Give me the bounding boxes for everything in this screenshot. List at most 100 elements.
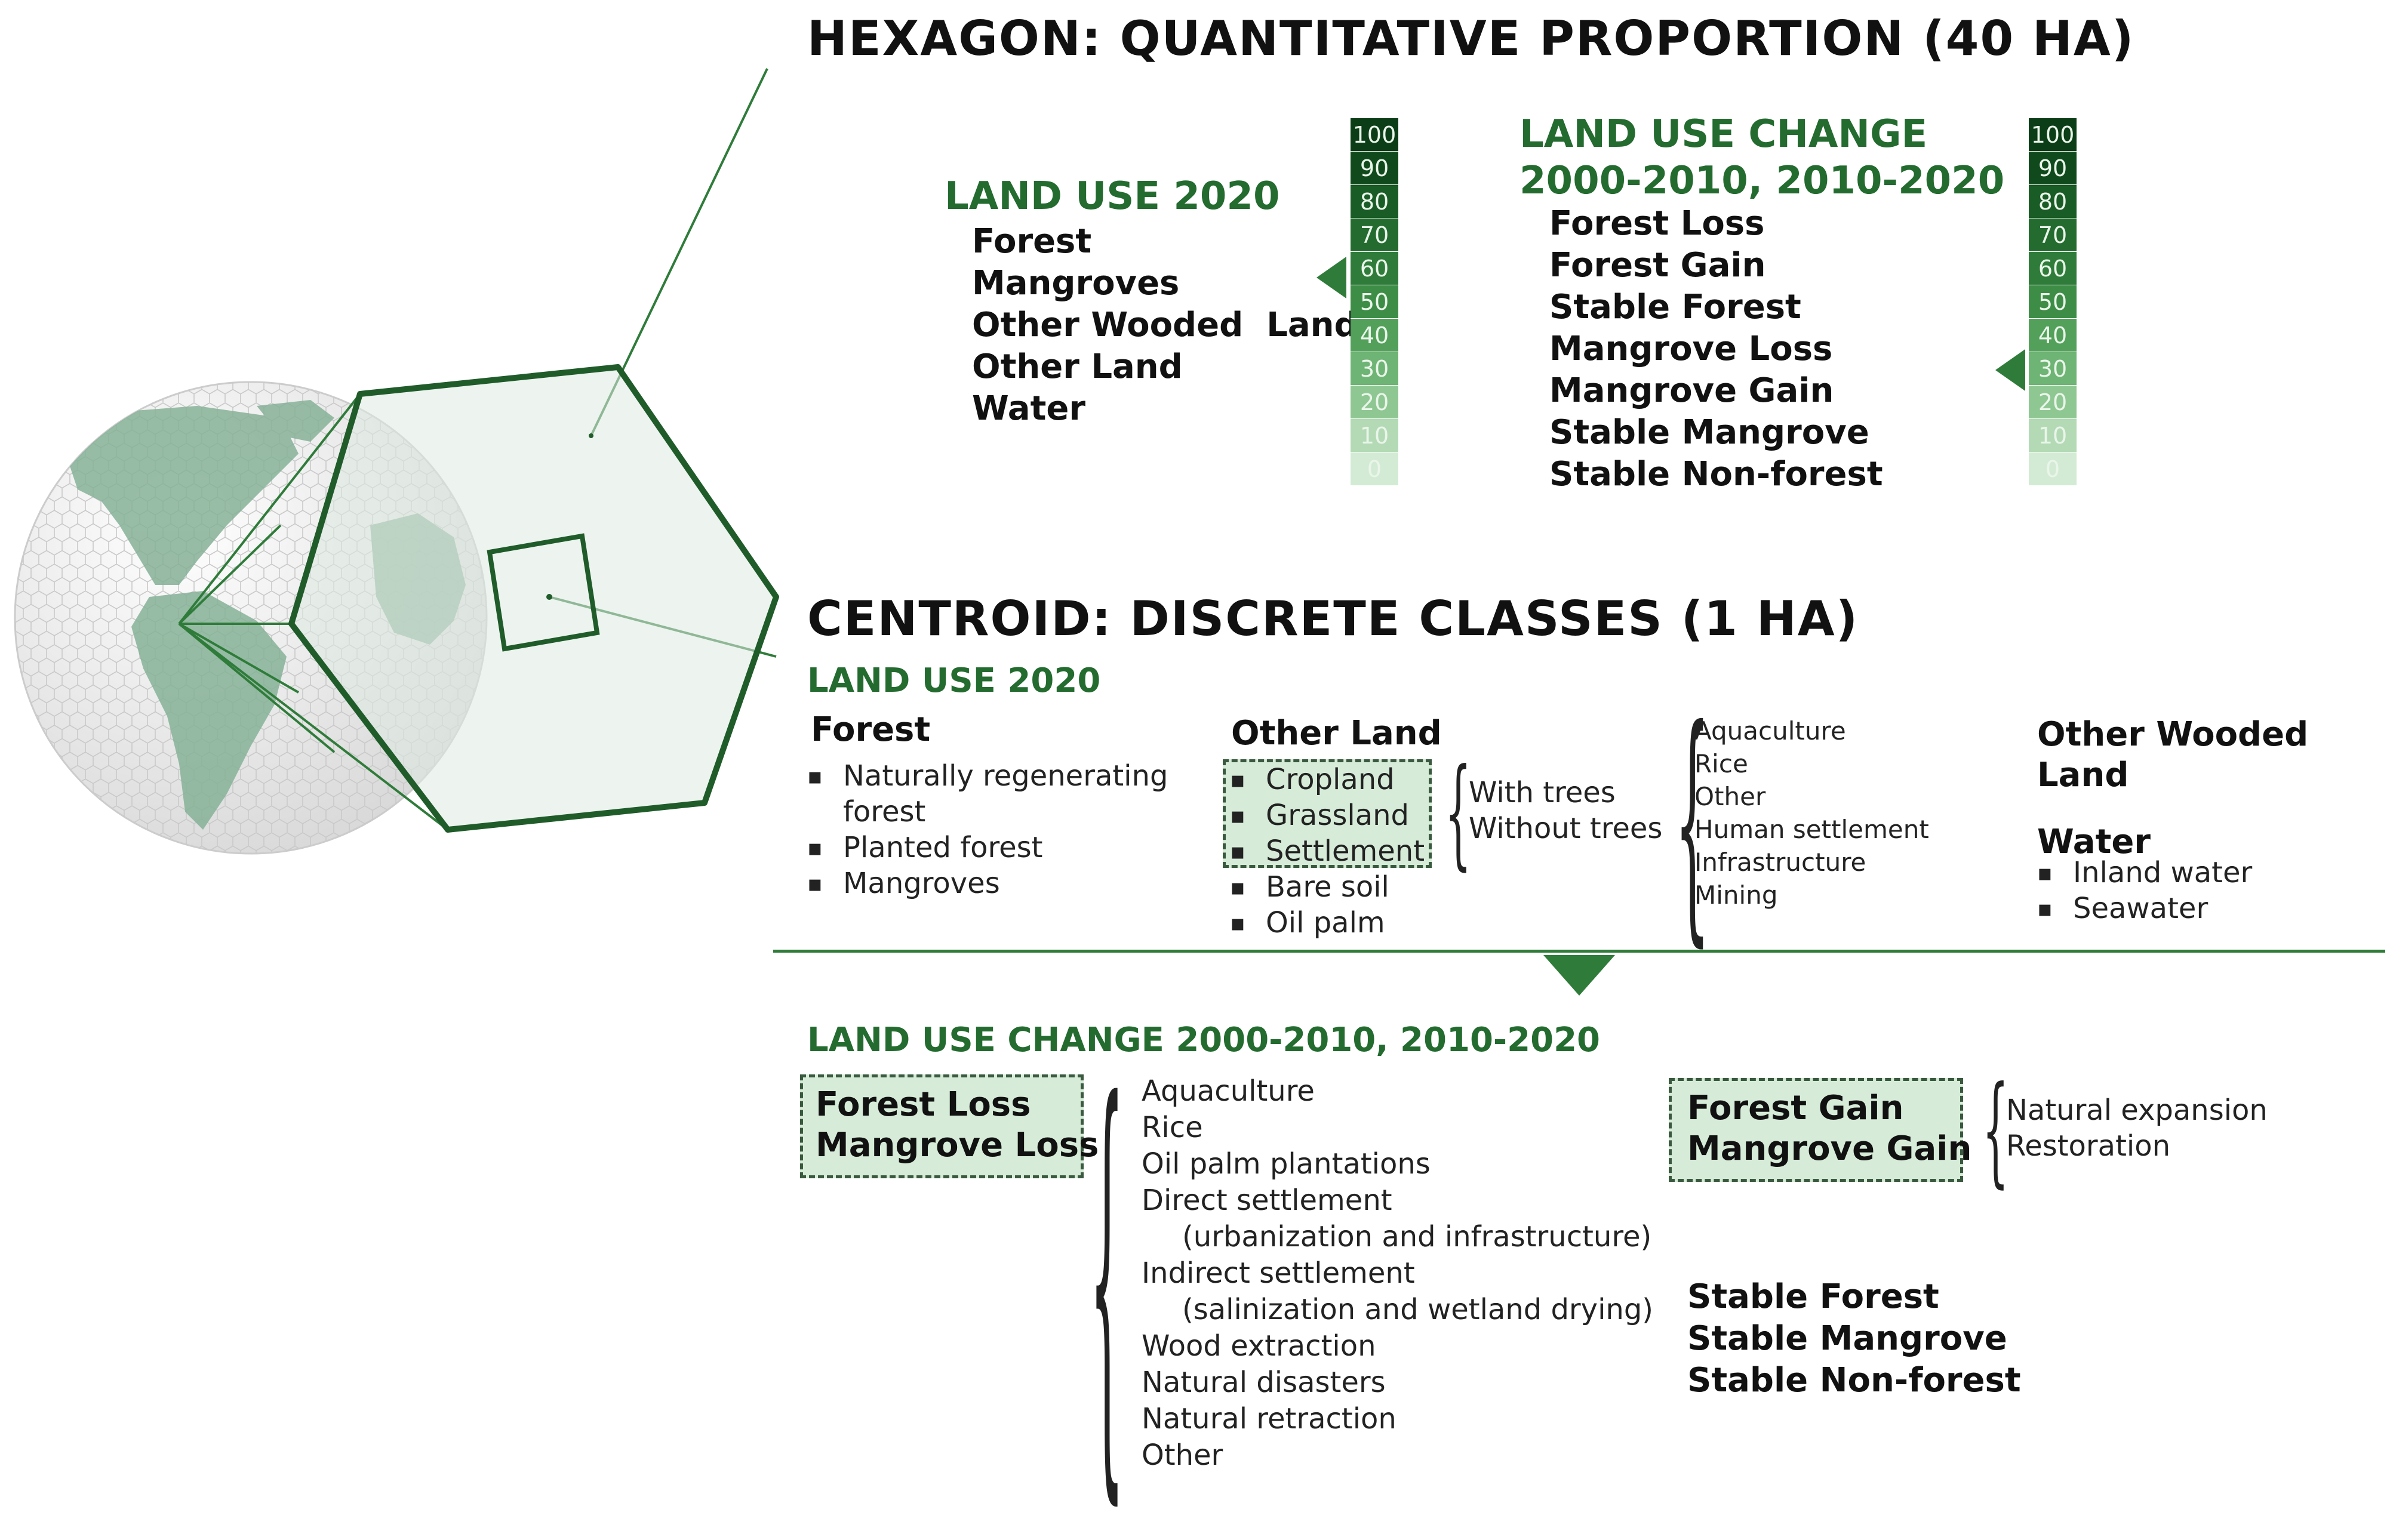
list-item: Mangroves <box>807 867 1000 900</box>
list-item: Direct settlement <box>1142 1184 1392 1217</box>
scale-cell: 100 <box>2029 118 2077 152</box>
gain-box <box>1669 1078 1963 1182</box>
down-arrow-icon <box>1543 955 1615 996</box>
scale-cell: 40 <box>2029 319 2077 352</box>
scale-cell: 90 <box>2029 152 2077 185</box>
centroid-square <box>487 533 600 652</box>
scale-cell: 80 <box>2029 185 2077 218</box>
list-item: Forest Loss <box>1549 204 1765 243</box>
hexagon-land-use-list: Forest Mangroves Other Wooded Land Other… <box>972 222 1358 431</box>
list-item: Oil palm plantations <box>1142 1147 1431 1181</box>
list-item: Human settlement <box>1694 815 1929 844</box>
list-item: Other <box>1694 782 1766 811</box>
list-item: Forest <box>972 222 1092 261</box>
list-item: Rice <box>1694 749 1748 778</box>
hexagon-title: HEXAGON: QUANTITATIVE PROPORTION (40 HA) <box>807 11 2135 66</box>
pointer-arrow-land-use <box>1317 257 1346 298</box>
scale-cell: 70 <box>1351 218 1398 252</box>
list-item: Cropland <box>1230 763 1395 796</box>
list-item: Infrastructure <box>1694 848 1866 877</box>
globe-hexagon-graphic <box>14 68 779 855</box>
hexagon-land-use-heading: LAND USE 2020 <box>945 174 1280 218</box>
gain-item: Mangrove Gain <box>1687 1129 1972 1168</box>
list-item: Mining <box>1694 880 1778 910</box>
list-item: Stable Non-forest <box>1687 1361 2021 1400</box>
other-land-subtypes: Aquaculture Rice Other Human settlement … <box>1694 716 1929 913</box>
scale-cell: 20 <box>2029 386 2077 419</box>
tree-option: Without trees <box>1469 812 1663 845</box>
stable-classes: Stable Forest Stable Mangrove Stable Non… <box>1687 1277 2021 1403</box>
loss-box <box>800 1074 1084 1178</box>
list-item: Indirect settlement <box>1142 1256 1415 1290</box>
loss-item: Mangrove Loss <box>816 1126 1099 1165</box>
centroid-title: CENTROID: DISCRETE CLASSES (1 HA) <box>807 591 1859 646</box>
list-item: Rice <box>1142 1111 1203 1144</box>
other-land-label: Other Land <box>1231 714 1442 753</box>
scale-cell: 60 <box>1351 252 1398 285</box>
scale-cell: 80 <box>1351 185 1398 218</box>
scale-cell: 30 <box>1351 352 1398 386</box>
centroid-land-use-heading: LAND USE 2020 <box>807 661 1101 700</box>
scale-cell: 100 <box>1351 118 1398 152</box>
list-item: Grassland <box>1230 799 1409 832</box>
list-item: Mangrove Loss <box>1549 329 1833 368</box>
list-item: Stable Mangrove <box>1687 1319 2007 1358</box>
scale-cell: 60 <box>2029 252 2077 285</box>
scale-cell: 10 <box>2029 419 2077 452</box>
list-item: Bare soil <box>1230 870 1389 904</box>
hexagon-change-heading-line1: LAND USE CHANGE <box>1519 112 1928 156</box>
list-item: Oil palm <box>1230 906 1385 940</box>
pointer-arrow-change <box>1995 349 2025 391</box>
brace: { <box>1445 743 1472 882</box>
scale-cell: 0 <box>2029 452 2077 486</box>
hexagon <box>288 364 779 833</box>
scale-cell: 50 <box>1351 285 1398 319</box>
list-item: Naturally regenerating <box>807 759 1168 793</box>
scale-cell: 20 <box>1351 386 1398 419</box>
other-wooded-land-label: Other Wooded <box>2037 715 2309 754</box>
section-divider <box>773 950 2385 953</box>
brace: { <box>1090 1012 1125 1540</box>
list-item: Water <box>972 389 1085 428</box>
list-item: Settlement <box>1230 834 1425 868</box>
list-item: Mangrove Gain <box>1549 371 1834 410</box>
list-item: Planted forest <box>807 831 1042 864</box>
list-item: Other Land <box>972 347 1183 386</box>
list-item: Stable Mangrove <box>1549 413 1869 452</box>
other-wooded-land-label-line2: Land <box>2037 756 2129 794</box>
scale-cell: 40 <box>1351 319 1398 352</box>
hexagon-change-list: Forest Loss Forest Gain Stable Forest Ma… <box>1549 204 1883 497</box>
scale-cell: 10 <box>1351 419 1398 452</box>
gain-driver: Restoration <box>2006 1129 2171 1163</box>
scale-cell: 50 <box>2029 285 2077 319</box>
loss-drivers-list: Aquaculture Rice Oil palm plantations Di… <box>1142 1074 1653 1475</box>
list-item: Wood extraction <box>1142 1329 1376 1363</box>
list-item: Other Wooded Land <box>972 306 1358 344</box>
list-item: Aquaculture <box>1694 716 1846 746</box>
hexagon-change-heading-line2: 2000-2010, 2010-2020 <box>1519 159 2005 203</box>
list-item: Inland water <box>2037 856 2252 889</box>
scale-cell: 70 <box>2029 218 2077 252</box>
centroid-change-heading: LAND USE CHANGE 2000-2010, 2010-2020 <box>807 1021 1601 1059</box>
list-item: Natural retraction <box>1142 1402 1397 1436</box>
scale-cell: 30 <box>2029 352 2077 386</box>
scale-cell: 90 <box>1351 152 1398 185</box>
tree-option: With trees <box>1469 776 1616 809</box>
list-item-continuation: forest <box>843 795 926 828</box>
list-item: Stable Forest <box>1549 288 1801 327</box>
brace: { <box>1982 1061 2009 1200</box>
list-item: (salinization and wetland drying) <box>1182 1293 1654 1326</box>
list-item: Natural disasters <box>1142 1366 1386 1399</box>
list-item: Stable Forest <box>1687 1277 1939 1316</box>
list-item: Stable Non-forest <box>1549 455 1883 494</box>
gain-driver: Natural expansion <box>2006 1094 2268 1127</box>
brace: { <box>1675 676 1710 968</box>
list-item: Seawater <box>2037 892 2208 925</box>
forest-label: Forest <box>811 710 931 749</box>
list-item: Other <box>1142 1439 1223 1472</box>
loss-item: Forest Loss <box>816 1085 1031 1124</box>
scale-cell: 0 <box>1351 452 1398 486</box>
list-item: Mangroves <box>972 264 1180 303</box>
